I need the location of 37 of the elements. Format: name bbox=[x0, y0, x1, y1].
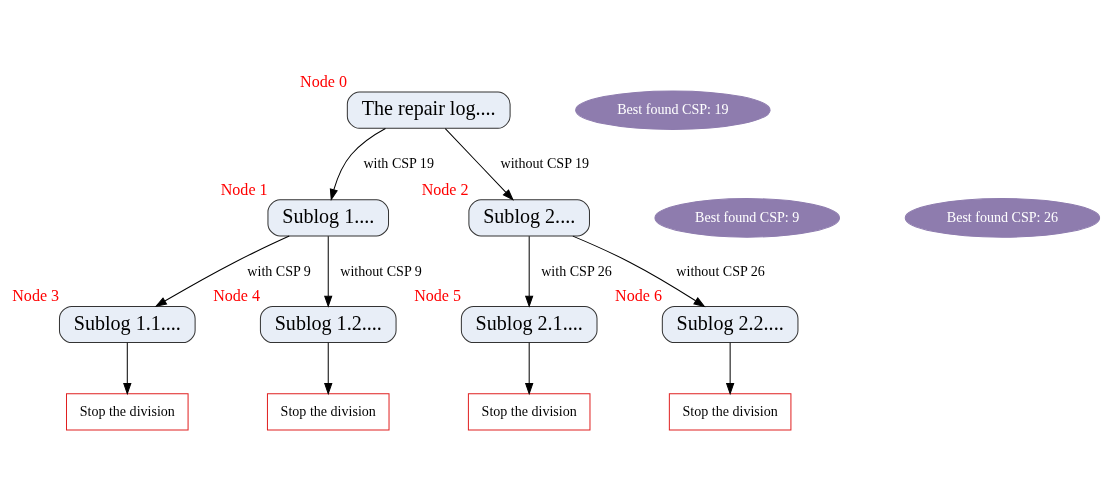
arrow bbox=[525, 341, 534, 394]
node-box: Stop the division bbox=[668, 392, 792, 430]
node-box: Stop the division bbox=[467, 392, 591, 430]
node-label: Node 5 bbox=[414, 286, 461, 304]
node-ellipse: Best found CSP: 9 bbox=[654, 197, 840, 238]
edge-label: with CSP 9 bbox=[247, 262, 311, 279]
arrow bbox=[324, 341, 333, 394]
node-box: Sublog 2.1.... bbox=[460, 305, 598, 343]
node-box: Sublog 2.... bbox=[468, 198, 590, 236]
node-ellipse: Best found CSP: 26 bbox=[904, 197, 1101, 238]
arrow bbox=[525, 235, 534, 307]
node-label: Node 4 bbox=[213, 286, 261, 304]
arrow bbox=[123, 341, 132, 394]
arrow bbox=[155, 235, 290, 307]
node-label: Node 3 bbox=[12, 286, 60, 304]
node-label: Node 2 bbox=[421, 180, 469, 198]
node-box: The repair log.... bbox=[346, 91, 511, 129]
node-box: Stop the division bbox=[266, 392, 390, 430]
node-box: Stop the division bbox=[66, 392, 189, 430]
edge-label: with CSP 26 bbox=[541, 262, 612, 279]
edge-label: without CSP 9 bbox=[340, 262, 422, 279]
node-label: Node 6 bbox=[615, 286, 662, 304]
node-box: Sublog 1.1.... bbox=[58, 305, 196, 343]
arrow bbox=[572, 235, 705, 307]
node-label: Node 1 bbox=[220, 180, 268, 198]
node-box: Sublog 2.2.... bbox=[661, 305, 799, 343]
arrow bbox=[329, 127, 386, 200]
node-label: Node 0 bbox=[300, 72, 347, 90]
edge-label: with CSP 19 bbox=[363, 154, 434, 171]
edge-label: without CSP 19 bbox=[500, 154, 590, 171]
edge-label: without CSP 26 bbox=[676, 262, 765, 279]
node-box: Sublog 1.2.... bbox=[259, 305, 397, 343]
arrow bbox=[324, 235, 333, 307]
arrow bbox=[726, 341, 735, 394]
node-box: Sublog 1.... bbox=[267, 198, 389, 236]
node-ellipse: Best found CSP: 19 bbox=[575, 89, 771, 130]
arrow bbox=[444, 127, 514, 200]
